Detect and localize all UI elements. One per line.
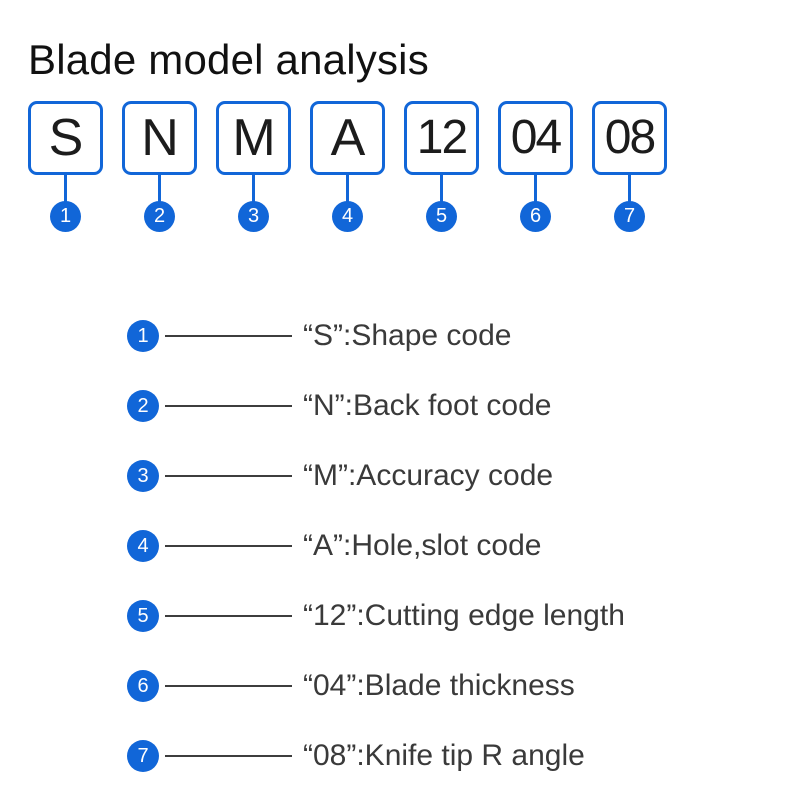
code-box-3[interactable]: M <box>216 101 291 175</box>
code-box-value: 04 <box>510 111 562 164</box>
code-badge-3: 3 <box>238 201 269 232</box>
legend-label-4: “A”:Hole,slot code <box>303 529 542 562</box>
connector-line-icon <box>346 175 349 203</box>
connector-line-icon <box>534 175 537 203</box>
code-badge-6: 6 <box>520 201 551 232</box>
code-box-value: S <box>48 109 84 167</box>
legend-item-5: 5 “12”:Cutting edge length <box>127 581 787 651</box>
code-box-6[interactable]: 04 <box>498 101 573 175</box>
leader-line-icon <box>165 685 292 687</box>
code-cell: 12 5 <box>404 101 498 236</box>
legend-list: 1 “S”:Shape code 2 “N”:Back foot code 3 … <box>127 301 787 791</box>
legend-label-2: “N”:Back foot code <box>303 389 552 422</box>
code-badge-7: 7 <box>614 201 645 232</box>
leader-line-icon <box>165 335 292 337</box>
legend-badge-1: 1 <box>127 320 159 352</box>
connector-line-icon <box>64 175 67 203</box>
legend-item-7: 7 “08”:Knife tip R angle <box>127 721 787 791</box>
legend-item-4: 4 “A”:Hole,slot code <box>127 511 787 581</box>
legend-badge-6: 6 <box>127 670 159 702</box>
legend-item-3: 3 “M”:Accuracy code <box>127 441 787 511</box>
code-cell: 04 6 <box>498 101 592 236</box>
legend-label-7: “08”:Knife tip R angle <box>303 739 585 772</box>
leader-line-icon <box>165 545 292 547</box>
code-badge-2: 2 <box>144 201 175 232</box>
connector-line-icon <box>440 175 443 203</box>
code-badge-5: 5 <box>426 201 457 232</box>
code-box-1[interactable]: S <box>28 101 103 175</box>
leader-line-icon <box>165 755 292 757</box>
legend-badge-5: 5 <box>127 600 159 632</box>
code-cell: A 4 <box>310 101 404 236</box>
code-box-value: 12 <box>416 111 468 164</box>
connector-line-icon <box>628 175 631 203</box>
page-title: Blade model analysis <box>28 36 429 83</box>
leader-line-icon <box>165 405 292 407</box>
code-badge-1: 1 <box>50 201 81 232</box>
legend-badge-7: 7 <box>127 740 159 772</box>
legend-item-2: 2 “N”:Back foot code <box>127 371 787 441</box>
code-box-value: M <box>232 109 275 167</box>
code-box-value: 08 <box>604 111 656 164</box>
code-box-5[interactable]: 12 <box>404 101 479 175</box>
legend-item-6: 6 “04”:Blade thickness <box>127 651 787 721</box>
code-badge-4: 4 <box>332 201 363 232</box>
code-boxes-row: S 1 N 2 M 3 A 4 12 5 04 6 <box>28 101 686 236</box>
code-cell: N 2 <box>122 101 216 236</box>
code-cell: M 3 <box>216 101 310 236</box>
code-box-7[interactable]: 08 <box>592 101 667 175</box>
code-box-2[interactable]: N <box>122 101 197 175</box>
legend-badge-2: 2 <box>127 390 159 422</box>
connector-line-icon <box>252 175 255 203</box>
leader-line-icon <box>165 475 292 477</box>
legend-label-5: “12”:Cutting edge length <box>303 599 625 632</box>
leader-line-icon <box>165 615 292 617</box>
legend-label-1: “S”:Shape code <box>303 319 512 352</box>
code-box-value: N <box>141 109 179 167</box>
legend-item-1: 1 “S”:Shape code <box>127 301 787 371</box>
connector-line-icon <box>158 175 161 203</box>
legend-label-6: “04”:Blade thickness <box>303 669 575 702</box>
legend-badge-3: 3 <box>127 460 159 492</box>
legend-badge-4: 4 <box>127 530 159 562</box>
code-cell: S 1 <box>28 101 122 236</box>
code-box-value: A <box>330 109 366 167</box>
legend-label-3: “M”:Accuracy code <box>303 459 554 492</box>
code-box-4[interactable]: A <box>310 101 385 175</box>
code-cell: 08 7 <box>592 101 686 236</box>
